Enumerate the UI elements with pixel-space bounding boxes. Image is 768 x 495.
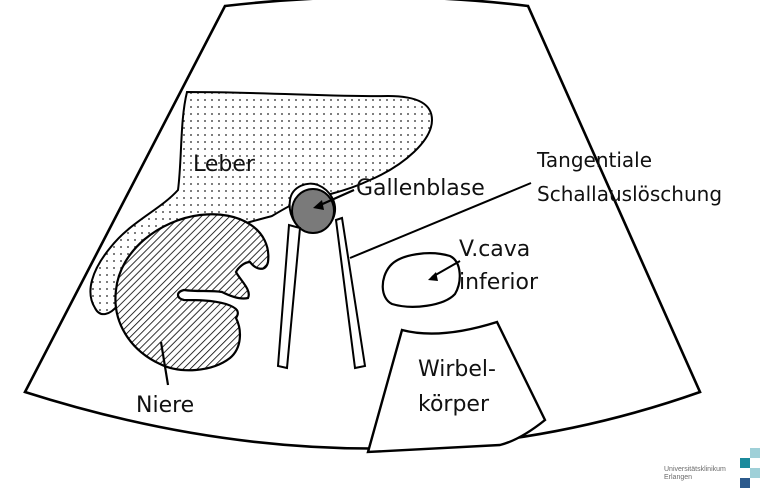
- logo-text-line2: Erlangen: [664, 474, 692, 481]
- shadow-strip-right: [334, 216, 367, 370]
- gallenblase-arrowhead: [313, 200, 324, 210]
- label-vcava-2: inferior: [459, 270, 539, 295]
- logo-mark-c: [740, 478, 750, 488]
- label-wirbel-1: Wirbel-: [418, 357, 496, 382]
- logo-mark-b: [750, 468, 760, 478]
- label-wirbel-2: körper: [418, 392, 490, 417]
- logo-mark-d: [750, 448, 760, 458]
- label-niere: Niere: [136, 393, 194, 418]
- niere-pointer: [159, 341, 170, 386]
- label-tangentiale-1: Tangentiale: [536, 148, 652, 172]
- kidney-shape: [114, 213, 270, 372]
- logo-text-line1: Universitätsklinikum: [664, 466, 726, 473]
- label-tangentiale-2: Schallauslöschung: [537, 182, 722, 206]
- gallbladder: [291, 188, 335, 234]
- shadow-strip-left: [276, 223, 302, 370]
- label-leber: Leber: [193, 152, 256, 177]
- logo-mark-a: [740, 458, 750, 468]
- ultrasound-sector: [23, 0, 702, 450]
- label-gallenblase: Gallenblase: [356, 176, 485, 201]
- gallenblase-pointer: [317, 188, 355, 208]
- vertebral-body-outline: [366, 320, 547, 454]
- vcava-pointer: [431, 260, 461, 278]
- vcava-arrowhead: [428, 272, 438, 281]
- university-logo: Universitätsklinikum Erlangen: [664, 448, 760, 488]
- vena-cava-outline: [381, 252, 461, 308]
- label-vcava-1: V.cava: [459, 237, 530, 262]
- tangentiale-pointer: [349, 182, 532, 259]
